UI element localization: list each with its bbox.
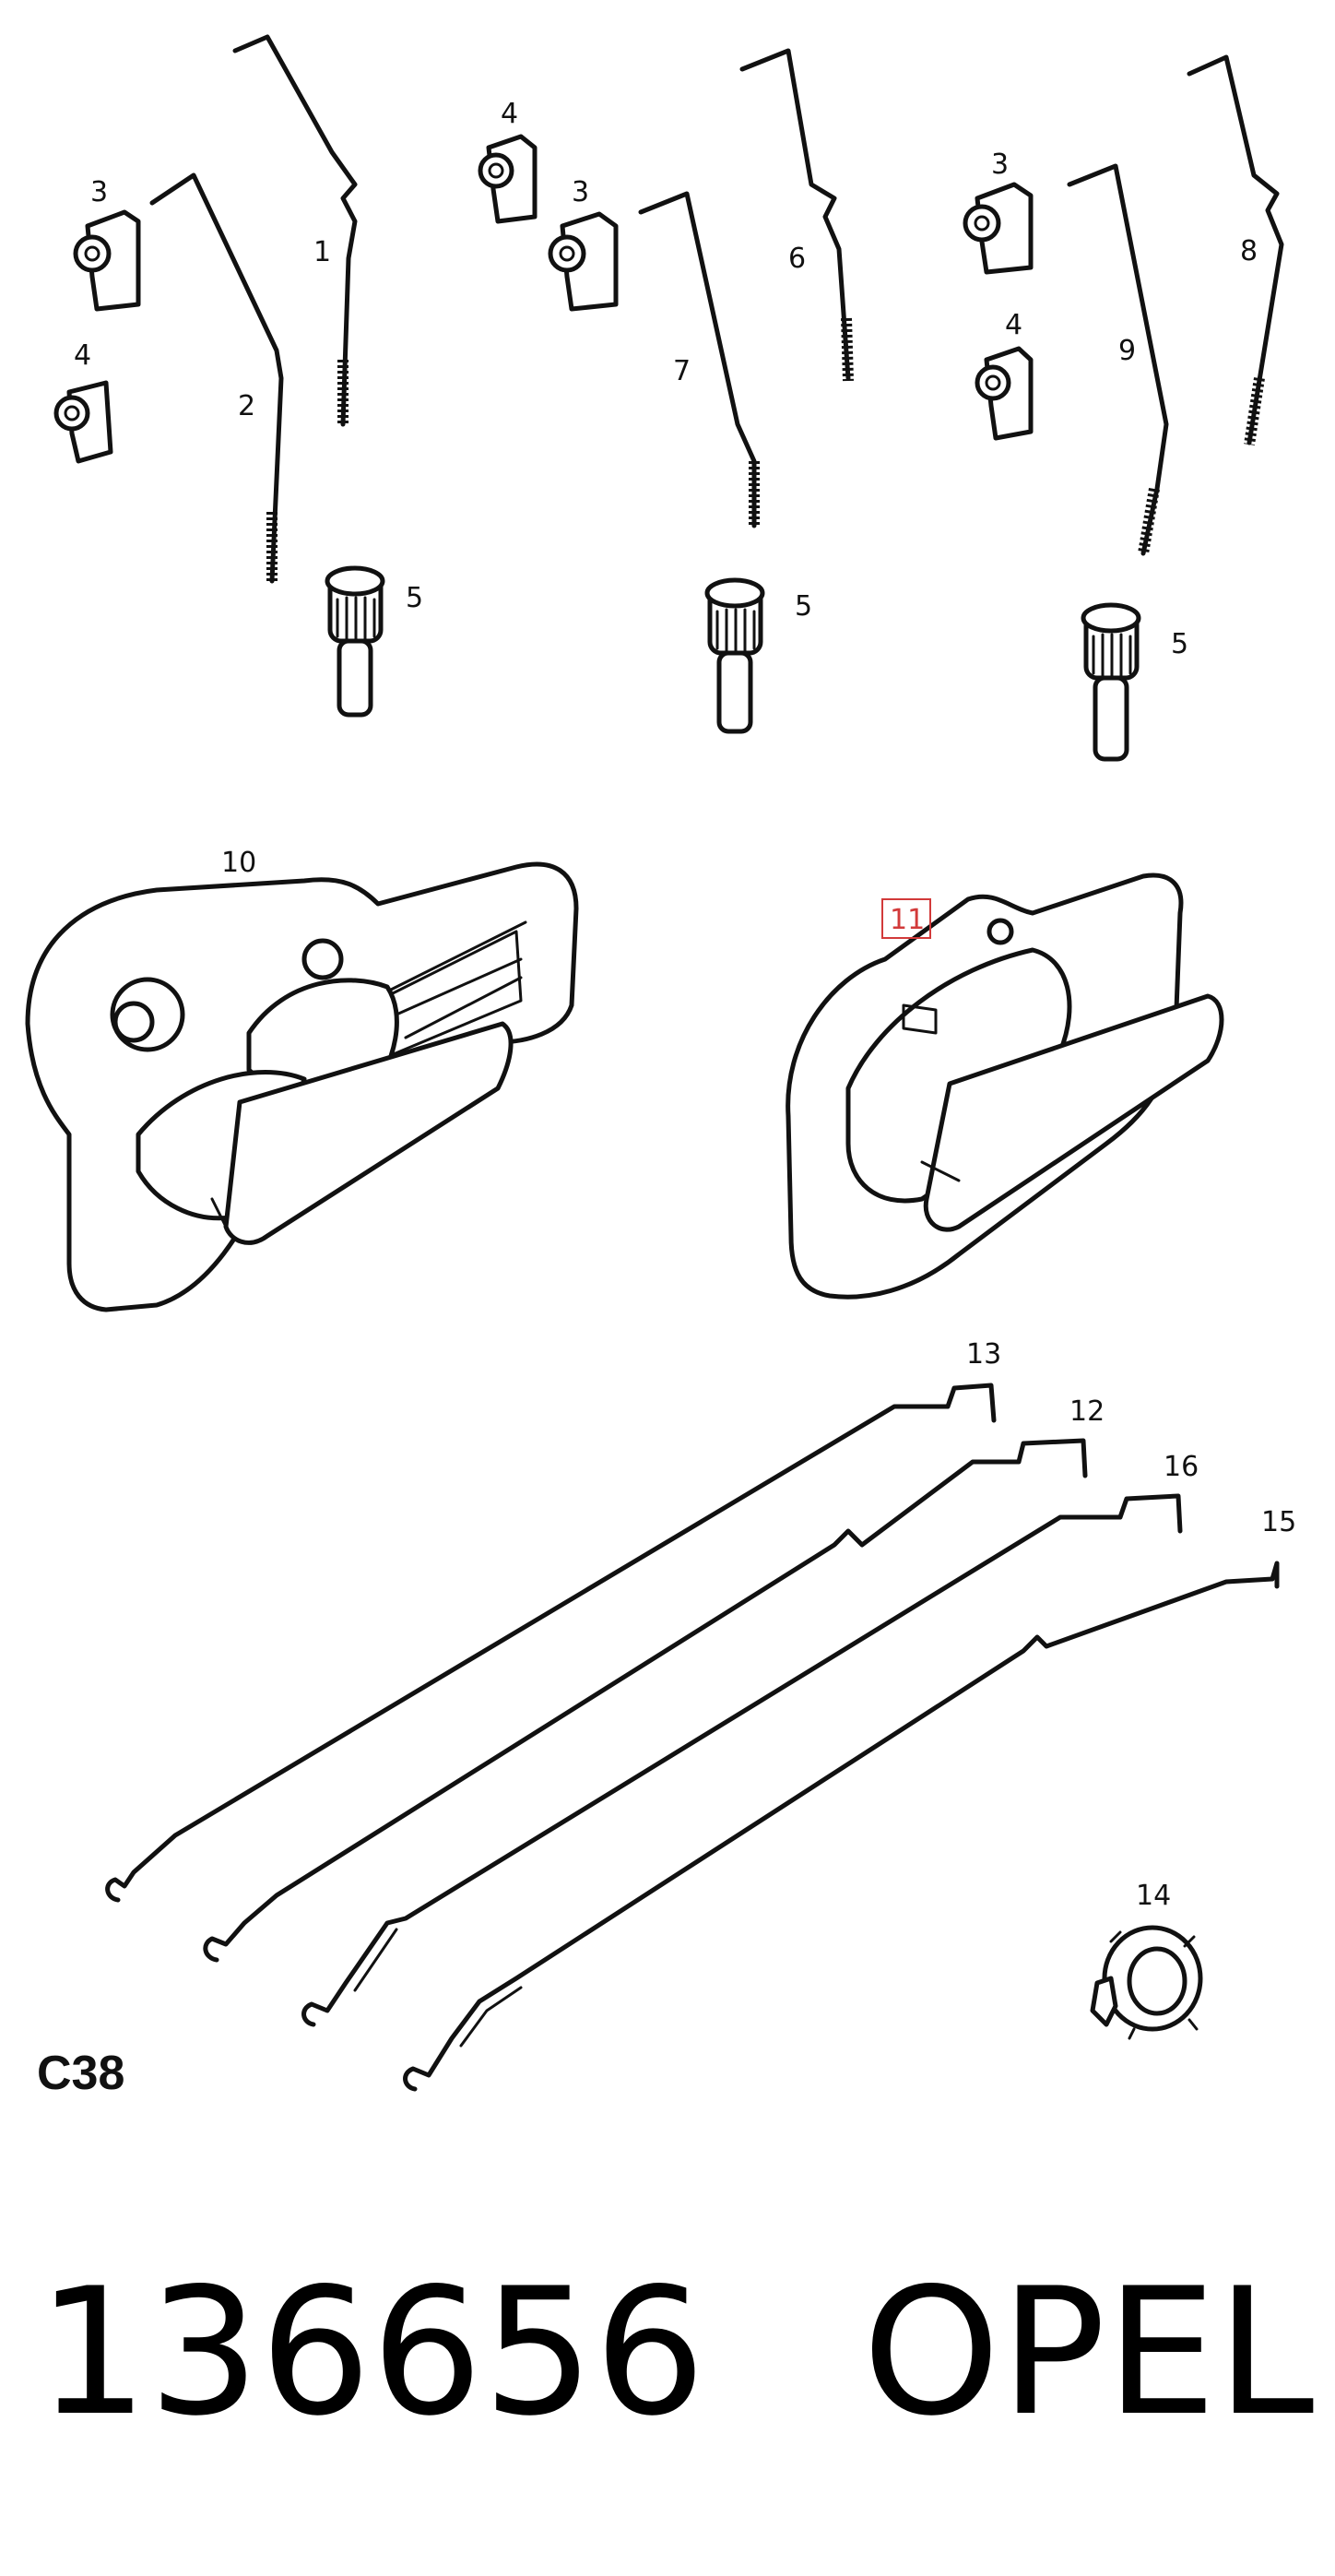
knob-5-left <box>325 565 385 718</box>
callout-5-right: 5 <box>1171 628 1188 660</box>
clip-3-right <box>963 182 1034 275</box>
part-number: 136656 <box>37 2250 706 2454</box>
brand-name: OPEL <box>862 2250 1315 2454</box>
callout-6: 6 <box>788 243 806 275</box>
rod-13 <box>105 1383 997 1903</box>
callout-5-middle: 5 <box>795 590 812 623</box>
callout-12: 12 <box>1069 1395 1105 1428</box>
rod-8 <box>1187 54 1284 445</box>
callout-14: 14 <box>1136 1880 1171 1912</box>
callout-11: 11 <box>890 904 925 936</box>
callout-2: 2 <box>238 390 255 422</box>
callout-15: 15 <box>1261 1506 1296 1538</box>
callout-4-right: 4 <box>1005 309 1022 341</box>
callout-4: 4 <box>74 339 91 372</box>
rod-2 <box>149 172 284 584</box>
callout-4-middle: 4 <box>501 98 518 130</box>
callout-16: 16 <box>1164 1451 1199 1483</box>
callout-7: 7 <box>673 355 691 387</box>
rod-6 <box>739 48 854 382</box>
callout-13: 13 <box>966 1338 1001 1371</box>
clip-4-left <box>53 380 113 464</box>
callout-11-highlight-box <box>881 898 931 939</box>
callout-10: 10 <box>221 847 256 879</box>
clip-4-right <box>975 346 1034 441</box>
door-handle-10 <box>25 861 579 1312</box>
rod-9 <box>1067 163 1169 556</box>
parts-diagram: 1 2 3 4 5 4 3 6 <box>25 34 1296 2092</box>
rod-1 <box>232 34 358 427</box>
rod-12 <box>203 1438 1088 1963</box>
clip-3-left <box>73 209 141 312</box>
callout-3-middle: 3 <box>572 176 589 208</box>
callout-5: 5 <box>406 582 423 614</box>
door-handle-11 <box>786 873 1224 1300</box>
callout-8: 8 <box>1240 235 1258 267</box>
clip-4-middle <box>478 134 538 224</box>
knob-5-right <box>1081 602 1141 762</box>
knob-5-middle <box>704 577 765 734</box>
rod-15 <box>403 1561 1280 2092</box>
callout-1: 1 <box>313 236 331 268</box>
callout-3-right: 3 <box>991 148 1009 181</box>
callout-9: 9 <box>1118 335 1136 367</box>
clip-3-middle <box>548 211 619 312</box>
callout-3: 3 <box>90 176 108 208</box>
grommet-14 <box>1090 1925 1203 2040</box>
footer: 136656 OPEL <box>37 2250 1314 2454</box>
diagram-code: C38 <box>37 2047 125 2100</box>
rod-7 <box>638 191 760 528</box>
rod-16 <box>301 1493 1183 2027</box>
